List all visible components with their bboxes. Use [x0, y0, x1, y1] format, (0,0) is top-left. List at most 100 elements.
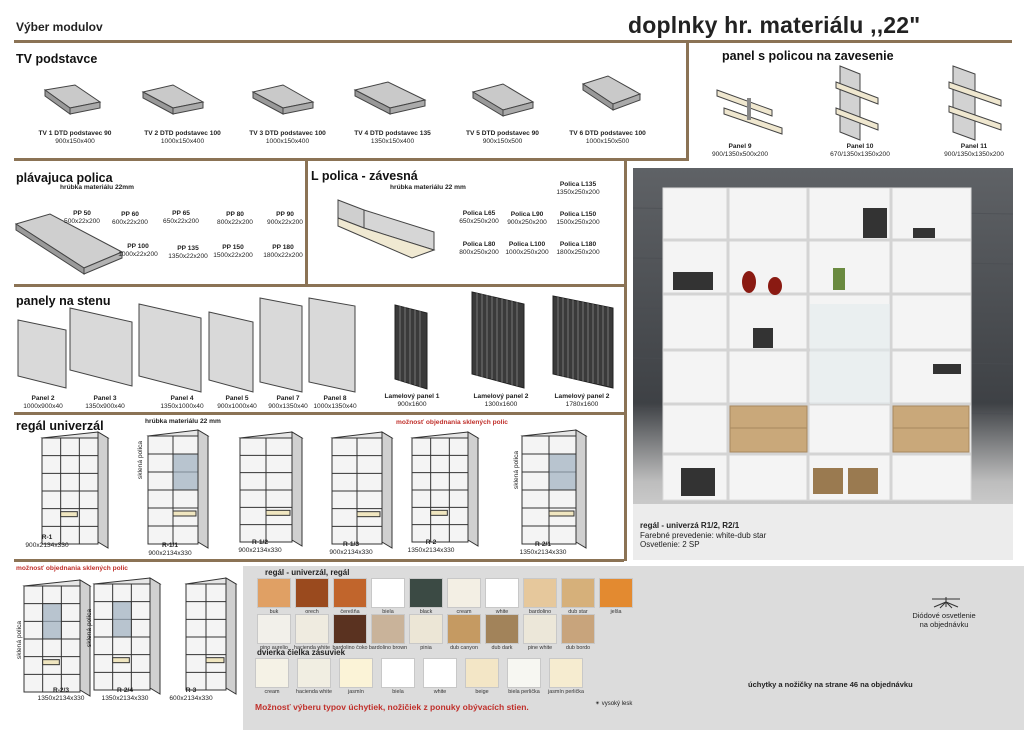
panel-police-title: panel s policou na zavesenie [722, 49, 894, 63]
color-swatch[interactable] [409, 614, 443, 644]
tv-item-3 [248, 80, 323, 120]
color-swatch[interactable] [465, 658, 499, 688]
color-swatch[interactable] [507, 658, 541, 688]
shelf-unit-image [520, 429, 588, 549]
panel-10-image [834, 62, 884, 142]
led-icon [926, 595, 966, 609]
tv-item-5 [468, 80, 543, 120]
photo-caption: regál - univerzá R1/2, R2/1 Farebné prev… [640, 521, 766, 550]
shelf-unit-image [146, 429, 210, 549]
swatch-label: jasmín [348, 689, 364, 695]
shelf-unit-image [238, 431, 304, 547]
wall-panel-4 [137, 302, 203, 394]
color-swatch[interactable] [561, 578, 595, 608]
pp-note: hrúbka materiálu 22mm [60, 184, 135, 191]
glass-shelf-label: sklená polica [86, 608, 93, 648]
color-swatch[interactable] [255, 658, 289, 688]
panel-9-image [712, 80, 787, 135]
shelf-unit-image [410, 431, 480, 547]
pp-image [14, 212, 124, 276]
swatch-label: dub canyon [450, 645, 478, 651]
color-swatch[interactable] [257, 578, 291, 608]
color-swatch[interactable] [523, 578, 557, 608]
swatch-label: biela perlička [508, 689, 540, 695]
color-swatch[interactable] [297, 658, 331, 688]
regal-title: regál univerzál [16, 419, 104, 433]
glass-shelf-label: sklená polica [16, 620, 23, 660]
swatch-label: pine white [527, 645, 553, 651]
color-swatch[interactable] [409, 578, 443, 608]
color-swatch[interactable] [485, 578, 519, 608]
swatch-label: beige [475, 689, 489, 695]
color-swatch[interactable] [257, 614, 291, 644]
swatch-label: hacienda white [296, 689, 332, 695]
tv-bottom-rule [14, 158, 686, 161]
swatch-label: white [433, 689, 447, 695]
lpolica-title: L polica - závesná [311, 169, 418, 183]
tv-title: TV podstavce [16, 52, 98, 66]
page-title: doplnky hr. materiálu ,,22" [628, 12, 921, 38]
swatch-label: biela [392, 689, 404, 695]
shelf-unit-image [92, 577, 162, 695]
swatch-title-2: dvierka čielka zásuviek [257, 648, 346, 657]
regal2-glass-note: možnosť objednania sklených polic [16, 565, 128, 572]
color-swatch[interactable] [295, 614, 329, 644]
wall-panel-3 [68, 306, 134, 388]
swatch-label: jasmín perlička [548, 689, 584, 695]
tv-item-4 [350, 78, 430, 118]
swatch-label: biela [382, 609, 394, 615]
high-gloss-legend: ✴ vysoký lesk [595, 701, 633, 707]
top-rule [14, 40, 1012, 43]
color-swatch[interactable] [423, 658, 457, 688]
pp-bottom-rule [14, 284, 624, 287]
swatch-label: dub dark [491, 645, 513, 651]
panely-title: panely na stenu [16, 294, 111, 308]
color-swatch[interactable] [333, 578, 367, 608]
regal-bottom-rule [14, 559, 624, 562]
color-swatch[interactable] [599, 578, 633, 608]
swatch-label: cream [456, 609, 472, 615]
color-swatch[interactable] [339, 658, 373, 688]
wall-panel-2 [16, 318, 68, 390]
regal-note: hrúbka materiálu 22 mm [145, 418, 221, 425]
color-swatch[interactable] [371, 578, 405, 608]
color-swatch[interactable] [447, 614, 481, 644]
tv-item-6 [578, 74, 648, 116]
color-swatch[interactable] [447, 578, 481, 608]
color-swatch[interactable] [295, 578, 329, 608]
color-swatch[interactable] [523, 614, 557, 644]
shelf-unit-image [184, 577, 238, 695]
color-swatch[interactable] [333, 614, 367, 644]
color-swatch[interactable] [381, 658, 415, 688]
color-swatch[interactable] [549, 658, 583, 688]
glass-shelf-label: sklená polica [513, 450, 520, 490]
color-swatch[interactable] [561, 614, 595, 644]
swatch-label: dub star [568, 609, 588, 615]
wall-panel-8 [307, 296, 357, 394]
caption-light: Osvetlenie: 2 SP [640, 540, 700, 549]
color-swatch[interactable] [485, 614, 519, 644]
color-swatch[interactable] [371, 614, 405, 644]
tv-item-2 [138, 80, 213, 120]
swatch-footer: Možnosť výberu typov úchytiek, nožičiek … [255, 702, 529, 712]
